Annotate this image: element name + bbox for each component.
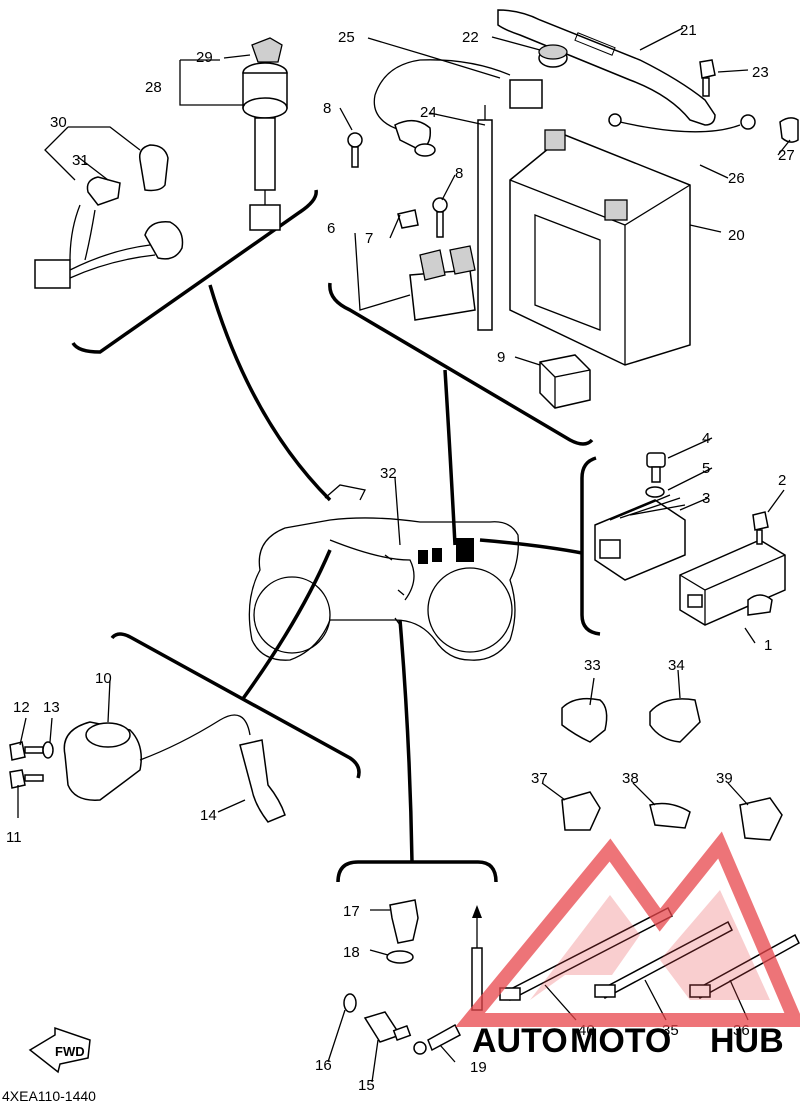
washer-part-13[interactable]: [42, 741, 54, 759]
callout-28[interactable]: 28: [145, 79, 162, 96]
lead-wire-part-30[interactable]: [34, 144, 184, 289]
clamp-part-34[interactable]: [649, 698, 701, 743]
callout-8b[interactable]: 8: [455, 165, 463, 182]
forward-arrow: FWD: [28, 1026, 91, 1074]
gasket-part-16[interactable]: [343, 993, 357, 1013]
callout-12[interactable]: 12: [13, 699, 30, 716]
callout-9[interactable]: 9: [497, 349, 505, 366]
battery-band-part-21[interactable]: [497, 9, 716, 126]
motorcycle-silhouette: [248, 484, 519, 661]
callout-3[interactable]: 3: [702, 490, 710, 507]
callout-19[interactable]: 19: [470, 1059, 487, 1076]
section-boundary-right: [580, 456, 601, 636]
fuse-part-7[interactable]: [397, 209, 419, 229]
callout-38[interactable]: 38: [622, 770, 639, 787]
callout-22[interactable]: 22: [462, 29, 479, 46]
callout-31[interactable]: 31: [72, 152, 89, 169]
bulb-part-31[interactable]: [86, 176, 121, 206]
diagram-code: 4XEA110-1440: [2, 1088, 96, 1103]
thermo-unit-part-17[interactable]: [389, 899, 419, 944]
watermark-text: AUTO MOTO HUB: [472, 1022, 784, 1060]
callout-16[interactable]: 16: [315, 1057, 332, 1074]
wire-part-24[interactable]: [477, 105, 493, 331]
watermark-part1: AUTO: [472, 1022, 568, 1060]
watermark-part2: MOTO: [570, 1022, 671, 1060]
callout-27[interactable]: 27: [778, 147, 795, 164]
callout-20[interactable]: 20: [728, 227, 745, 244]
wire-harness-part-19[interactable]: [413, 905, 483, 1055]
clamp-part-37[interactable]: [561, 791, 601, 831]
leader-ignition-to-bike: [240, 549, 332, 702]
battery-part-20[interactable]: [509, 129, 691, 366]
callout-25[interactable]: 25: [338, 29, 355, 46]
key-part-29[interactable]: [251, 37, 283, 63]
leader-bottom-to-bike: [398, 619, 414, 863]
band-part-35[interactable]: [594, 920, 733, 999]
watermark-part3: HUB: [710, 1022, 784, 1060]
battery-cable-part-25[interactable]: [373, 59, 543, 157]
leader-right-to-bike: [479, 538, 583, 555]
callout-24[interactable]: 24: [420, 104, 437, 121]
starter-relay-part-6[interactable]: [409, 245, 476, 321]
callout-5[interactable]: 5: [702, 460, 710, 477]
switch-part-15[interactable]: [363, 1011, 412, 1043]
callout-10[interactable]: 10: [95, 670, 112, 687]
callout-1[interactable]: 1: [764, 637, 772, 654]
callout-8a[interactable]: 8: [323, 100, 331, 117]
callout-26[interactable]: 26: [728, 170, 745, 187]
callout-15[interactable]: 15: [358, 1077, 375, 1094]
callout-14[interactable]: 14: [200, 807, 217, 824]
clamp-part-38[interactable]: [649, 802, 691, 829]
callout-17[interactable]: 17: [343, 903, 360, 920]
callout-32[interactable]: 32: [380, 465, 397, 482]
callout-21[interactable]: 21: [680, 22, 697, 39]
bolt-part-11[interactable]: [9, 769, 44, 789]
callout-18[interactable]: 18: [343, 944, 360, 961]
callout-39[interactable]: 39: [716, 770, 733, 787]
rectifier-regulator-part-3[interactable]: [594, 494, 686, 581]
ignition-coil-part-10[interactable]: [63, 714, 251, 801]
watermark-logo: [455, 831, 800, 1027]
callout-23[interactable]: 23: [752, 64, 769, 81]
section-boundary-bottom: [336, 860, 498, 883]
minus-lead-part-26[interactable]: [608, 113, 756, 133]
callout-leaders: [17, 27, 791, 1083]
cdi-unit-part-1[interactable]: [679, 539, 786, 626]
leader-left-to-bike: [208, 284, 332, 502]
relay-part-9[interactable]: [539, 354, 591, 409]
callout-30[interactable]: 30: [50, 114, 67, 131]
callout-29[interactable]: 29: [196, 49, 213, 66]
fwd-label: FWD: [55, 1044, 85, 1059]
callout-37[interactable]: 37: [531, 770, 548, 787]
cover-part-22[interactable]: [538, 44, 568, 68]
bolt-part-12[interactable]: [9, 741, 44, 761]
bolt-part-8[interactable]: [347, 132, 448, 238]
callout-6[interactable]: 6: [327, 220, 335, 237]
callout-13[interactable]: 13: [43, 699, 60, 716]
callout-33[interactable]: 33: [584, 657, 601, 674]
cap-part-27[interactable]: [779, 117, 799, 143]
section-boundary-left: [71, 189, 318, 354]
callout-2[interactable]: 2: [778, 472, 786, 489]
callout-4[interactable]: 4: [702, 430, 710, 447]
clamp-part-33[interactable]: [561, 697, 608, 743]
bolt-part-2[interactable]: [752, 511, 769, 545]
bolt-part-4[interactable]: [646, 452, 666, 483]
callout-7[interactable]: 7: [365, 230, 373, 247]
leader-center-to-bike: [443, 369, 457, 546]
washer-part-5[interactable]: [645, 486, 665, 498]
section-boundary-ignition: [110, 632, 361, 779]
section-boundary-center: [328, 282, 594, 446]
clamp-part-39[interactable]: [739, 797, 783, 841]
bolt-part-23[interactable]: [699, 59, 716, 97]
main-switch-part-28[interactable]: [242, 62, 288, 231]
plug-cap-part-14[interactable]: [239, 739, 286, 823]
callout-34[interactable]: 34: [668, 657, 685, 674]
gasket-part-18[interactable]: [386, 950, 414, 964]
callout-11[interactable]: 11: [6, 829, 22, 846]
